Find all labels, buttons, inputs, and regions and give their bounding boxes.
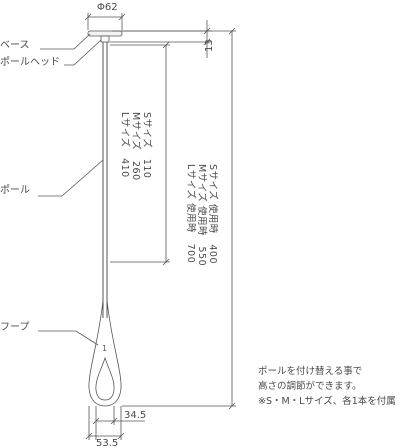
pole-length-list: Sサイズ 110 Mサイズ 260 Lサイズ 410	[119, 112, 152, 181]
diameter-label: Φ62	[97, 2, 118, 13]
leader-base	[40, 33, 91, 50]
hoop-width-outer-label: 53.5	[96, 438, 118, 448]
note-text: ポールを付け替える事で 高さの調節ができます。 ※S・M・Lサイズ、各1本を付属	[258, 364, 396, 409]
base-disc	[87, 30, 123, 37]
label-pole: ポール	[0, 185, 30, 196]
pole-head	[100, 35, 110, 43]
usage-height-l: Lサイズ 使用時 700	[185, 164, 196, 264]
pole-length-m: Mサイズ 260	[130, 112, 141, 181]
hoop-outer	[88, 299, 122, 407]
note-line-1: ポールを付け替える事で	[258, 366, 363, 377]
hoop-mark: 1	[102, 344, 107, 353]
note-line-3: ※S・M・Lサイズ、各1本を付属	[258, 396, 396, 407]
leader-pole	[38, 159, 104, 197]
pole-length-s: Sサイズ 110	[141, 112, 152, 179]
label-hoop: フープ	[0, 322, 30, 333]
usage-height-list: Sサイズ 使用時 400 Mサイズ 使用時 550 Lサイズ 使用時 700	[185, 164, 218, 266]
hoop-inner	[95, 356, 115, 401]
head-height-label: 13	[204, 39, 215, 52]
usage-height-s: Sサイズ 使用時 400	[207, 164, 218, 264]
label-base: ベース	[0, 40, 30, 51]
leader-pole-head	[64, 39, 102, 66]
hoop-width-inner-label: 34.5	[124, 410, 146, 421]
leader-hoop	[38, 330, 99, 346]
usage-height-m: Mサイズ 使用時 550	[196, 164, 207, 267]
note-line-2: 高さの調節ができます。	[258, 381, 362, 392]
pole-length-l: Lサイズ 410	[119, 112, 130, 178]
label-pole-head: ポールヘッド	[0, 57, 60, 68]
